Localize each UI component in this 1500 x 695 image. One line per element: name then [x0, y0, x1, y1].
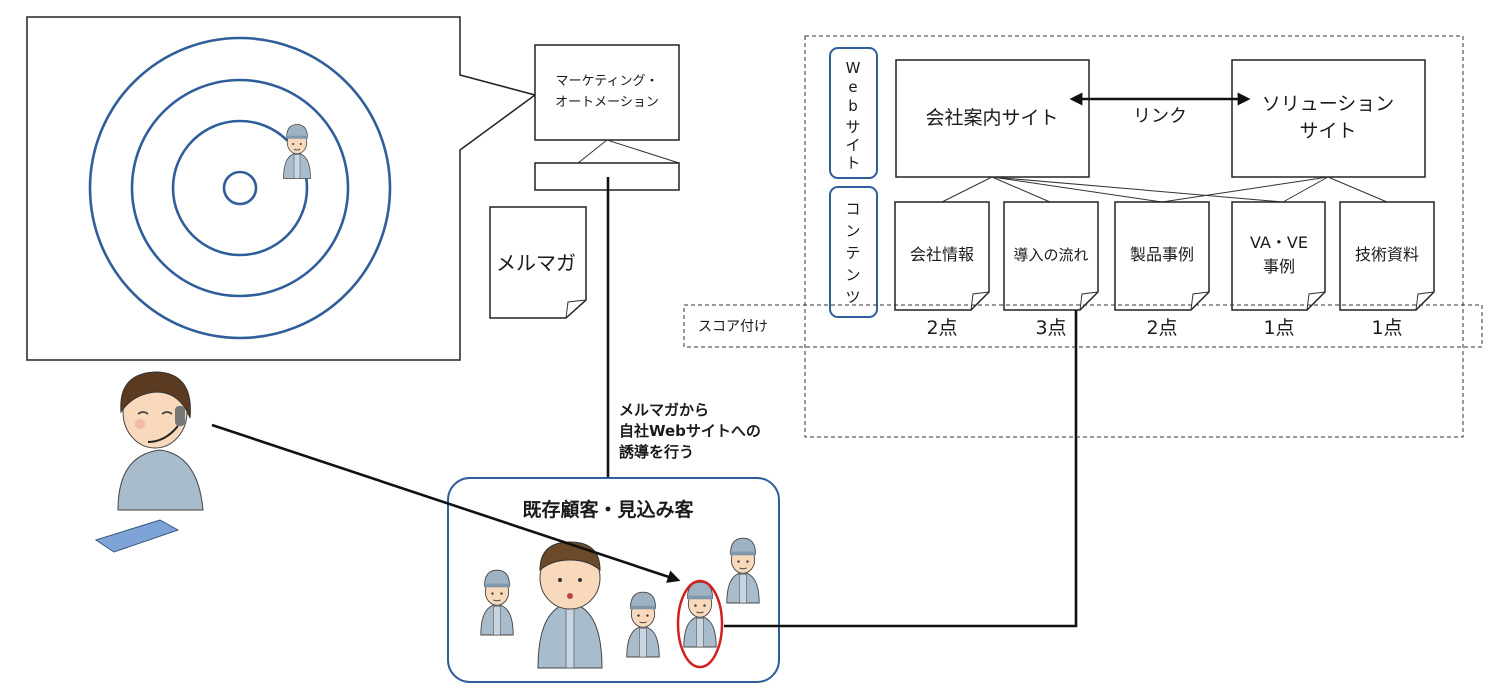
corporate-site-label: 会社案内サイト	[925, 107, 1058, 129]
marketing-automation-label-1: マーケティング・	[556, 74, 659, 89]
score-vave-cases: 1点	[1263, 317, 1294, 339]
content-item-company-info: 会社情報	[894, 201, 990, 311]
score-tech-docs: 1点	[1371, 317, 1402, 339]
target-ring-3	[130, 78, 350, 298]
customers-label: 既存顧客・見込み客	[522, 498, 694, 521]
svg-text:VA・VE: VA・VE	[1250, 233, 1308, 252]
operator-icon	[94, 371, 204, 553]
customers-group: 既存顧客・見込み客	[447, 477, 780, 683]
web-site-label-box	[829, 47, 878, 179]
corporate-site-box	[895, 59, 1090, 178]
svg-text:イ: イ	[845, 136, 860, 154]
website-container	[804, 35, 1464, 438]
solution-site-label-2: サイト	[1299, 120, 1356, 142]
svg-text:製品事例: 製品事例	[1130, 245, 1194, 264]
svg-text:導入の流れ: 導入の流れ	[1013, 246, 1088, 264]
marketing-automation-label-2: オートメーション	[555, 95, 659, 110]
newsletter-document: メルマガ	[489, 206, 587, 319]
svg-text:事例: 事例	[1263, 257, 1295, 276]
svg-text:サ: サ	[845, 118, 860, 136]
scoring-band	[683, 304, 1483, 348]
link-label: リンク	[1133, 106, 1187, 127]
guide-text-1: メルマガから	[619, 401, 709, 419]
svg-text:技術資料: 技術資料	[1355, 245, 1419, 264]
guide-text-2: 自社Webサイトへの	[619, 422, 761, 440]
content-item-vave-cases: VA・VE 事例	[1231, 201, 1326, 311]
content-tree-lines	[941, 176, 1388, 203]
newsletter-label: メルマガ	[496, 251, 576, 275]
solution-site-label-1: ソリューション	[1262, 93, 1395, 115]
marketing-automation-computer: マーケティング・ オートメーション	[534, 44, 680, 191]
guide-text-3: 誘導を行う	[619, 443, 694, 461]
svg-text:e: e	[848, 78, 857, 96]
highlighted-customer-ring	[676, 579, 724, 669]
contents-label: コ ン テ ン ツ	[845, 200, 860, 306]
svg-text:会社情報: 会社情報	[910, 245, 974, 264]
svg-text:ツ: ツ	[845, 288, 860, 306]
target-panel	[26, 16, 537, 361]
contents-label-box	[829, 186, 878, 318]
content-item-product-cases: 製品事例	[1114, 201, 1210, 311]
svg-text:ト: ト	[845, 154, 860, 172]
svg-text:コ: コ	[845, 200, 860, 218]
svg-text:W: W	[846, 59, 861, 77]
target-ring-outer	[88, 36, 392, 340]
svg-text:ン: ン	[845, 222, 860, 240]
scoring-label: スコア付け	[698, 319, 768, 335]
content-item-intro-flow: 導入の流れ	[1003, 201, 1099, 311]
svg-text:ン: ン	[845, 266, 860, 284]
svg-text:b: b	[848, 97, 858, 115]
score-company-info: 2点	[926, 317, 957, 339]
svg-text:テ: テ	[845, 244, 860, 262]
browse-connector	[724, 269, 1083, 628]
web-site-label: W e b サ イ ト	[845, 59, 860, 172]
call-arrow	[211, 423, 681, 583]
solution-site-box	[1231, 59, 1426, 178]
content-item-tech-docs: 技術資料	[1339, 201, 1435, 311]
target-ring-2	[171, 119, 309, 257]
score-intro-flow: 3点	[1035, 317, 1066, 339]
score-product-cases: 2点	[1146, 317, 1177, 339]
target-ring-center	[222, 170, 258, 206]
